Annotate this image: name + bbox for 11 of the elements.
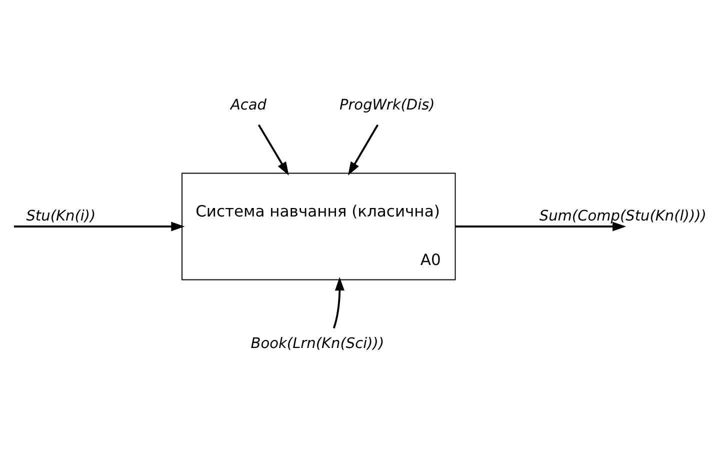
arrow: [258, 124, 289, 176]
arrow: [348, 124, 379, 176]
arrow: [332, 276, 344, 328]
edge-label: Stu(Kn(i)): [26, 208, 96, 224]
node-text: Book(Lrn(Kn(Sci))): [250, 336, 384, 352]
node-text: Acad: [230, 97, 266, 114]
edge-label: Sum(Comp(Stu(Kn(l)))): [539, 208, 706, 224]
node-text: ProgWrk(Dis): [339, 97, 435, 114]
arrow: [455, 221, 626, 231]
node-box: Система навчання (класична) A0: [182, 172, 456, 280]
arrow: [14, 221, 185, 231]
